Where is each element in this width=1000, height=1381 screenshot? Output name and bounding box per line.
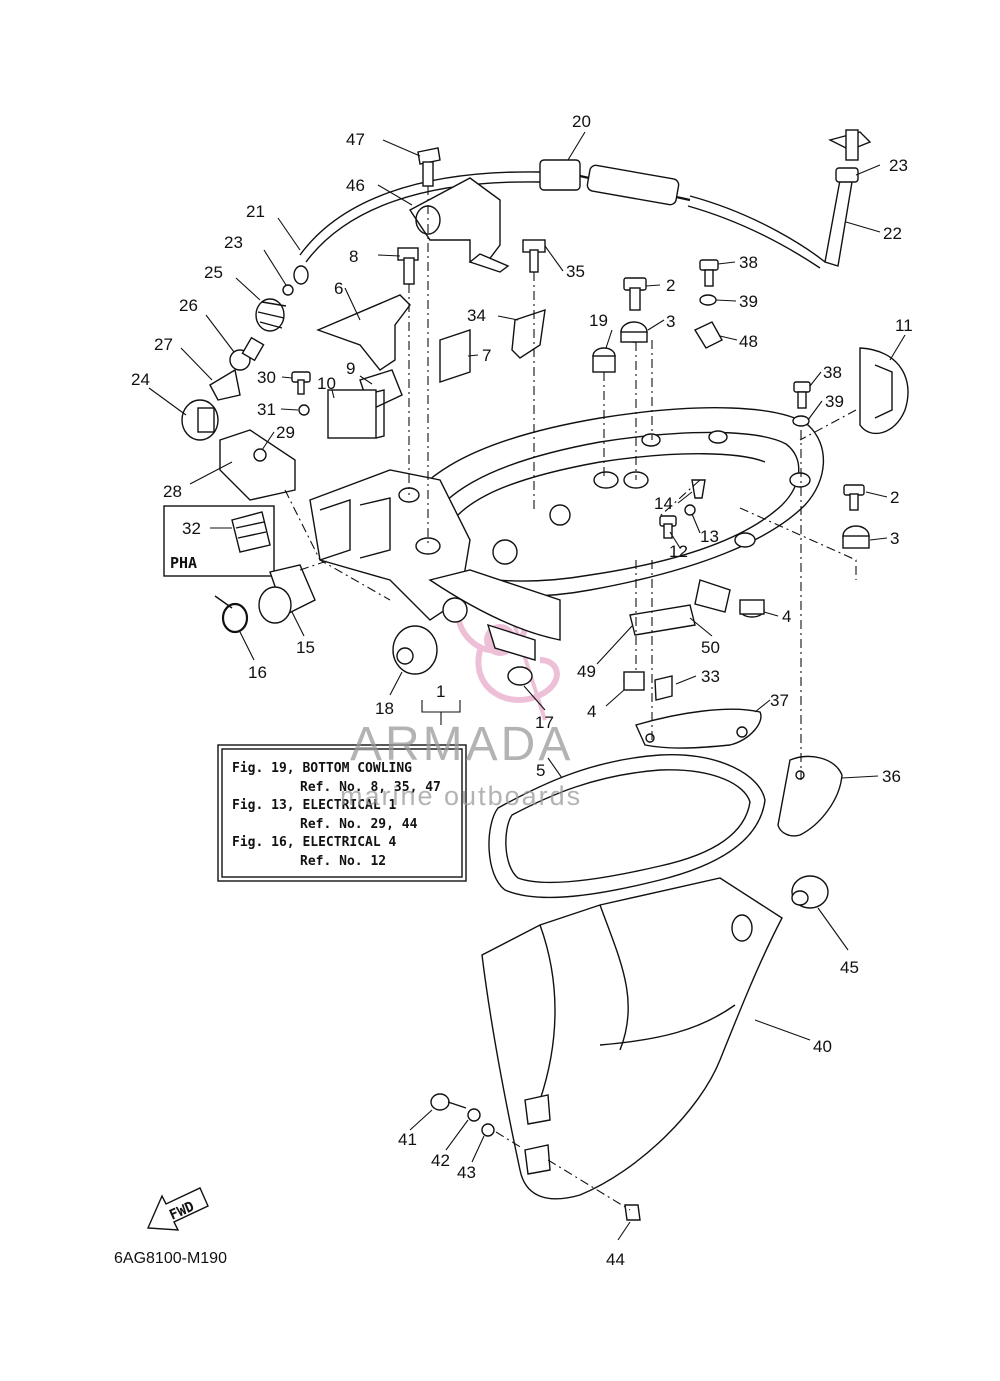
callout-label: 1: [436, 682, 445, 701]
leader-lines: [148, 131, 906, 1241]
callout-label: 20: [572, 112, 591, 131]
bolt-35-clip-34: [511, 239, 546, 359]
left-small-parts: [181, 298, 311, 501]
ref-line-6: Ref. No. 12: [300, 854, 386, 869]
grommet-18: [392, 625, 438, 675]
callout-label: 9: [346, 359, 355, 378]
callout-label: 36: [882, 767, 901, 786]
callout-labels: 47 20 23 46 21 22 23 8 35 38 2 25 6 34 3…: [131, 112, 913, 1269]
callout-label: 33: [701, 667, 720, 686]
callout-label: 4: [782, 607, 791, 626]
callout-label: 32: [182, 519, 201, 538]
callout-label: 18: [375, 699, 394, 718]
bracket-36: [777, 755, 843, 837]
callout-label: 46: [346, 176, 365, 195]
callout-label: 11: [895, 316, 913, 335]
watermark-tagline: marine outboards: [340, 781, 582, 811]
ref-line-2: Ref. No. 8, 35, 47: [300, 780, 441, 795]
callout-label: 21: [246, 202, 265, 221]
callout-label: 30: [257, 368, 276, 387]
callout-label: 7: [482, 346, 491, 365]
grommet-45: [791, 875, 829, 909]
watermark-brand: ARMADA: [350, 718, 573, 771]
callout-label: 50: [701, 638, 720, 657]
ref-line-4: Ref. No. 29, 44: [300, 817, 418, 832]
callout-label: 39: [825, 392, 844, 411]
callout-label: 17: [535, 713, 554, 732]
callout-label: 27: [154, 335, 173, 354]
callout-label: 28: [163, 482, 182, 501]
callout-label: 29: [276, 423, 295, 442]
callout-label: 43: [457, 1163, 476, 1182]
callout-label: 25: [204, 263, 223, 282]
ref-line-1: Fig. 19, BOTTOM COWLING: [232, 761, 412, 776]
parts-9-10: [327, 369, 403, 439]
callout-label: 42: [431, 1151, 450, 1170]
drawing-code: 6AG8100-M190: [114, 1250, 227, 1267]
callout-label: 10: [317, 374, 336, 393]
ref-line-5: Fig. 16, ELECTRICAL 4: [232, 835, 397, 850]
callout-label: 12: [669, 542, 688, 561]
callout-label: 45: [840, 958, 859, 977]
bracket-37: [635, 708, 762, 749]
callout-label: 6: [334, 279, 343, 298]
callout-label: 23: [889, 156, 908, 175]
callout-label: 39: [739, 292, 758, 311]
reference-box: [217, 744, 467, 882]
reference-box-text: Fig. 19, BOTTOM COWLING Ref. No. 8, 35, …: [232, 761, 441, 869]
lower-cowling-40: [481, 877, 783, 1200]
clamp-16: [214, 595, 249, 634]
callout-label: 40: [813, 1037, 832, 1056]
plug-17: [486, 623, 536, 686]
callout-label: 22: [883, 224, 902, 243]
pha-part-box: [163, 505, 275, 577]
callout-label: 2: [890, 488, 899, 507]
callout-label: 35: [566, 262, 585, 281]
callout-label: 49: [577, 662, 596, 681]
callout-label: 34: [467, 306, 486, 325]
callout-label: 38: [739, 253, 758, 272]
callout-label: 2: [666, 276, 675, 295]
screw-41-washers-42-43-nut-44: [430, 1093, 641, 1221]
callout-label: 47: [346, 130, 365, 149]
grommet-15: [258, 564, 316, 624]
callout-label: 8: [349, 247, 358, 266]
ref-line-3: Fig. 13, ELECTRICAL 1: [232, 798, 397, 813]
callout-label: 14: [654, 494, 673, 513]
callout-label: 23: [224, 233, 243, 252]
bracket-6: [316, 247, 419, 371]
callout-label: 3: [890, 529, 899, 548]
right-small-parts: [592, 259, 909, 701]
callout-label: 41: [398, 1130, 417, 1149]
callout-label: 37: [770, 691, 789, 710]
callout-label: 26: [179, 296, 198, 315]
callout-label: 5: [536, 761, 545, 780]
callout-label: 4: [587, 702, 596, 721]
seal-5: [488, 754, 766, 899]
callout-label: 16: [248, 663, 267, 682]
callout-label: 44: [606, 1250, 625, 1269]
callout-label: 15: [296, 638, 315, 657]
callout-label: 3: [666, 312, 675, 331]
bottom-cowling-tray: [309, 407, 825, 641]
fwd-arrow-icon: [146, 1187, 209, 1231]
assembly-lines: [284, 186, 857, 1211]
callout-label: 48: [739, 332, 758, 351]
callout-label: 38: [823, 363, 842, 382]
clip-7: [439, 329, 471, 383]
callout-label: 19: [589, 311, 608, 330]
bracket-46: [408, 177, 510, 273]
callout-label: 13: [700, 527, 719, 546]
pha-label: PHA: [170, 554, 197, 572]
callout-label: 24: [131, 370, 150, 389]
callout-label: 31: [257, 400, 276, 419]
